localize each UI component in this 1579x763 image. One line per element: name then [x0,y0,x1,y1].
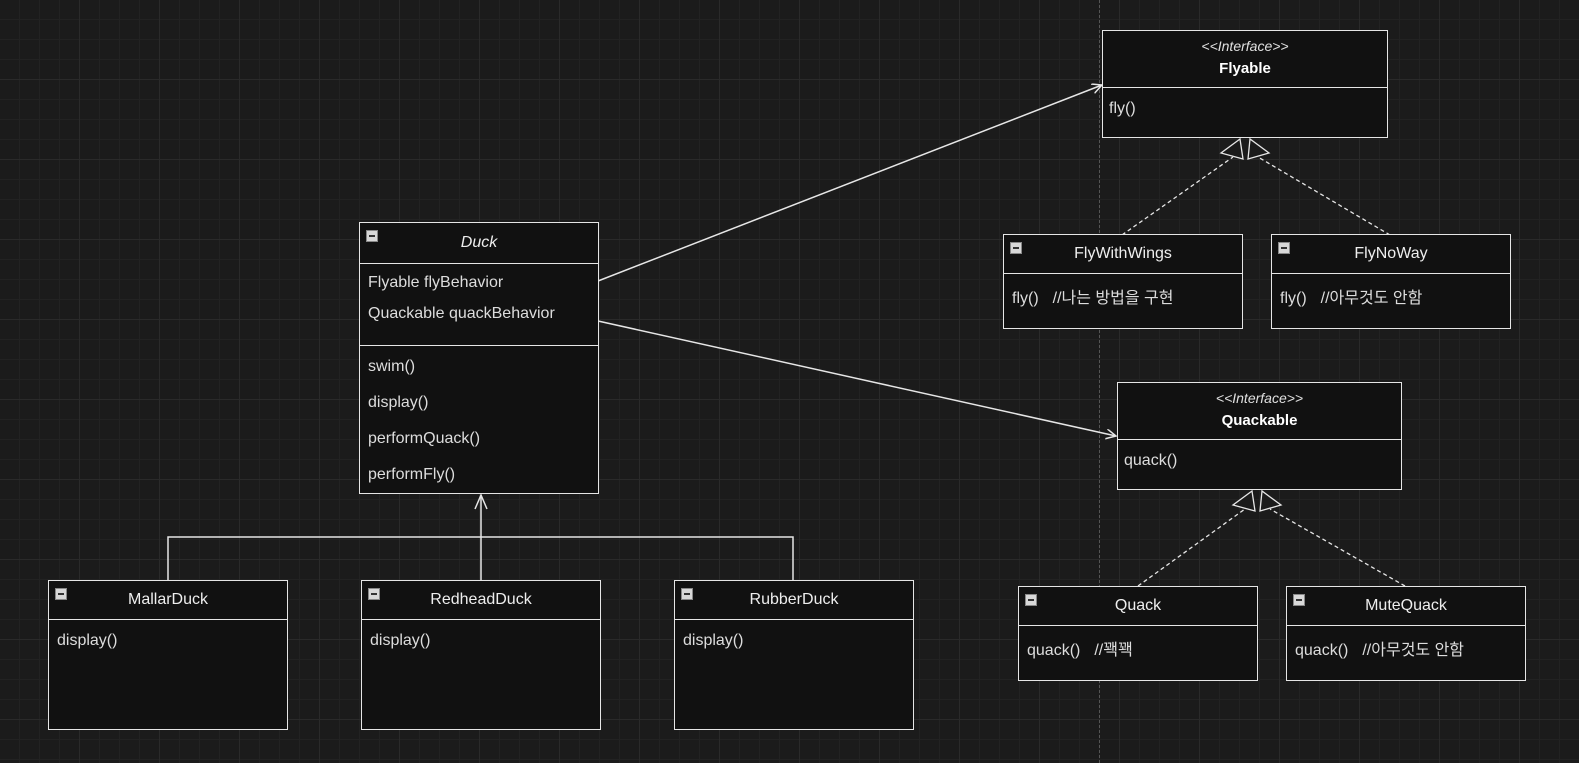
class-name: Quack [1114,597,1162,614]
duck-fields: Flyable flyBehavior Quackable quackBehav… [360,264,598,346]
redhead-duck-class[interactable]: RedheadDuck display() [361,580,601,730]
class-header: MuteQuack [1287,587,1525,626]
collapse-icon[interactable] [1278,242,1290,254]
fly-with-wings-class[interactable]: FlyWithWings fly() //나는 방법을 구현 [1003,234,1243,329]
mallard-duck-class[interactable]: MallarDuck display() [48,580,288,730]
method-perform-quack: performQuack() [368,430,481,447]
interface-header: <<Interface>> Flyable [1103,31,1387,88]
method-quack: quack() [1124,452,1178,469]
quackable-realization [1137,489,1406,587]
duck-class-title: Duck [460,234,498,251]
method-row: quack() //아무것도 안함 [1287,626,1525,660]
class-name: MuteQuack [1365,597,1447,614]
field-quack-behavior: Quackable quackBehavior [368,305,555,322]
quackable-interface[interactable]: <<Interface>> Quackable quack() [1117,382,1402,490]
class-header: Quack [1019,587,1257,626]
method-swim: swim() [368,358,416,375]
class-header: MallarDuck [49,581,287,620]
method-row: fly() //아무것도 안함 [1272,274,1510,308]
class-header: RubberDuck [675,581,913,620]
method-comment: //꽥꽥 [1094,642,1133,659]
method-row: quack() //꽥꽥 [1019,626,1257,660]
fly-behavior-association [597,85,1102,282]
method-quack: quack() [1027,642,1081,659]
method-comment: //나는 방법을 구현 [1052,290,1174,307]
collapse-icon[interactable] [1010,242,1022,254]
interface-header: <<Interface>> Quackable [1118,383,1401,440]
class-name: RubberDuck [749,591,839,608]
class-name: FlyNoWay [1354,245,1428,262]
quack-class[interactable]: Quack quack() //꽥꽥 [1018,586,1258,681]
method-row: fly() //나는 방법을 구현 [1004,274,1242,308]
stereotype-label: <<Interface>> [1201,38,1289,54]
interface-name: Flyable [1219,60,1271,77]
method-display: display() [57,632,118,649]
method-perform-fly: performFly() [368,466,456,483]
method-comment: //아무것도 안함 [1362,642,1465,659]
duck-class-header: Duck [360,223,598,264]
collapse-icon[interactable] [366,230,378,242]
method-display: display() [370,632,431,649]
inheritance-connector [167,493,794,580]
method-fly: fly() [1280,290,1307,307]
class-header: FlyNoWay [1272,235,1510,274]
method-display: display() [683,632,744,649]
method-fly: fly() [1109,100,1136,117]
method-display: display() [368,394,429,411]
field-fly-behavior: Flyable flyBehavior [368,274,504,291]
flyable-realization [1121,137,1391,236]
stereotype-label: <<Interface>> [1215,390,1304,406]
method-quack: quack() [1295,642,1349,659]
class-header: FlyWithWings [1004,235,1242,274]
fly-no-way-class[interactable]: FlyNoWay fly() //아무것도 안함 [1271,234,1511,329]
flyable-interface[interactable]: <<Interface>> Flyable fly() [1102,30,1388,138]
mute-quack-class[interactable]: MuteQuack quack() //아무것도 안함 [1286,586,1526,681]
duck-methods: swim() display() performQuack() performF… [360,346,598,496]
collapse-icon[interactable] [55,588,67,600]
interface-name: Quackable [1221,412,1298,429]
class-name: FlyWithWings [1074,245,1172,262]
collapse-icon[interactable] [1025,594,1037,606]
method-comment: //아무것도 안함 [1320,290,1423,307]
page-divider [1099,0,1100,763]
collapse-icon[interactable] [1293,594,1305,606]
collapse-icon[interactable] [681,588,693,600]
class-name: MallarDuck [127,591,208,608]
class-name: RedheadDuck [430,591,532,608]
method-fly: fly() [1012,290,1039,307]
class-header: RedheadDuck [362,581,600,620]
collapse-icon[interactable] [368,588,380,600]
rubber-duck-class[interactable]: RubberDuck display() [674,580,914,730]
duck-class[interactable]: Duck Flyable flyBehavior Quackable quack… [359,222,599,494]
quack-behavior-association [597,320,1116,436]
